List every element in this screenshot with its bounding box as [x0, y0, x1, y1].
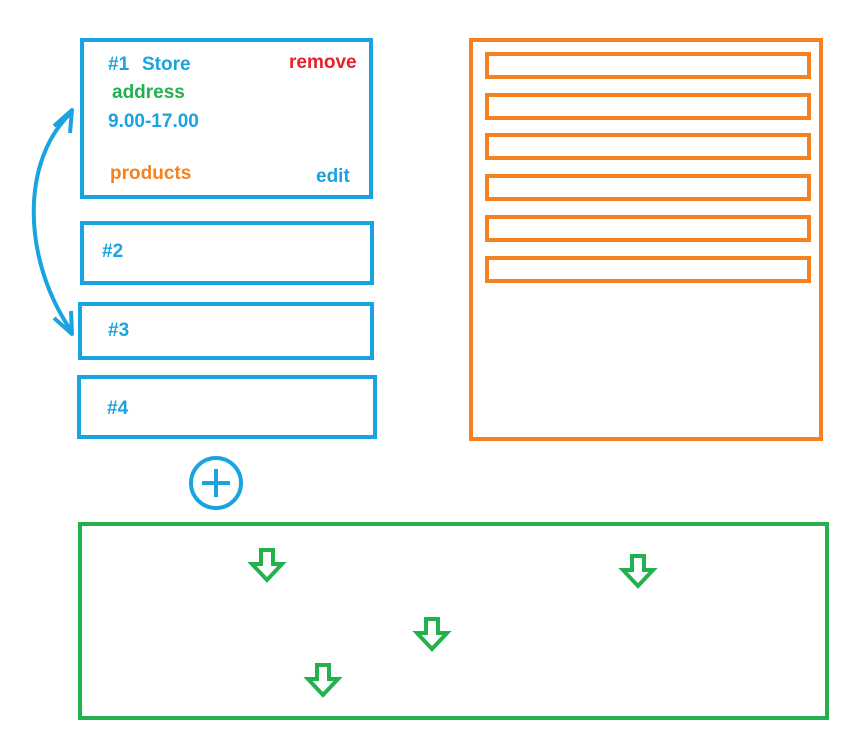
product-row[interactable]: [485, 256, 811, 283]
edit-link[interactable]: edit: [316, 166, 350, 187]
products-link[interactable]: products: [110, 163, 192, 184]
store-hours: 9.00-17.00: [108, 111, 199, 132]
store-address: address: [112, 82, 185, 103]
product-row[interactable]: [485, 93, 811, 120]
store-number: #2: [102, 241, 124, 262]
store-number: #1: [108, 54, 130, 75]
product-row[interactable]: [485, 215, 811, 242]
store-card-4[interactable]: #4: [77, 375, 377, 439]
products-panel: [469, 38, 823, 441]
store-number: #4: [107, 398, 129, 419]
remove-link[interactable]: remove: [289, 52, 357, 73]
store-card-1[interactable]: #1 Store remove address 9.00-17.00 produ…: [80, 38, 373, 199]
drop-zone[interactable]: [78, 522, 829, 720]
product-row[interactable]: [485, 52, 811, 79]
store-name: Store: [142, 54, 191, 75]
plus-circle-icon[interactable]: [189, 456, 243, 510]
product-row[interactable]: [485, 133, 811, 160]
product-row[interactable]: [485, 174, 811, 201]
store-card-3[interactable]: #3: [78, 302, 374, 360]
store-number: #3: [108, 320, 130, 341]
store-card-2[interactable]: #2: [80, 221, 374, 285]
